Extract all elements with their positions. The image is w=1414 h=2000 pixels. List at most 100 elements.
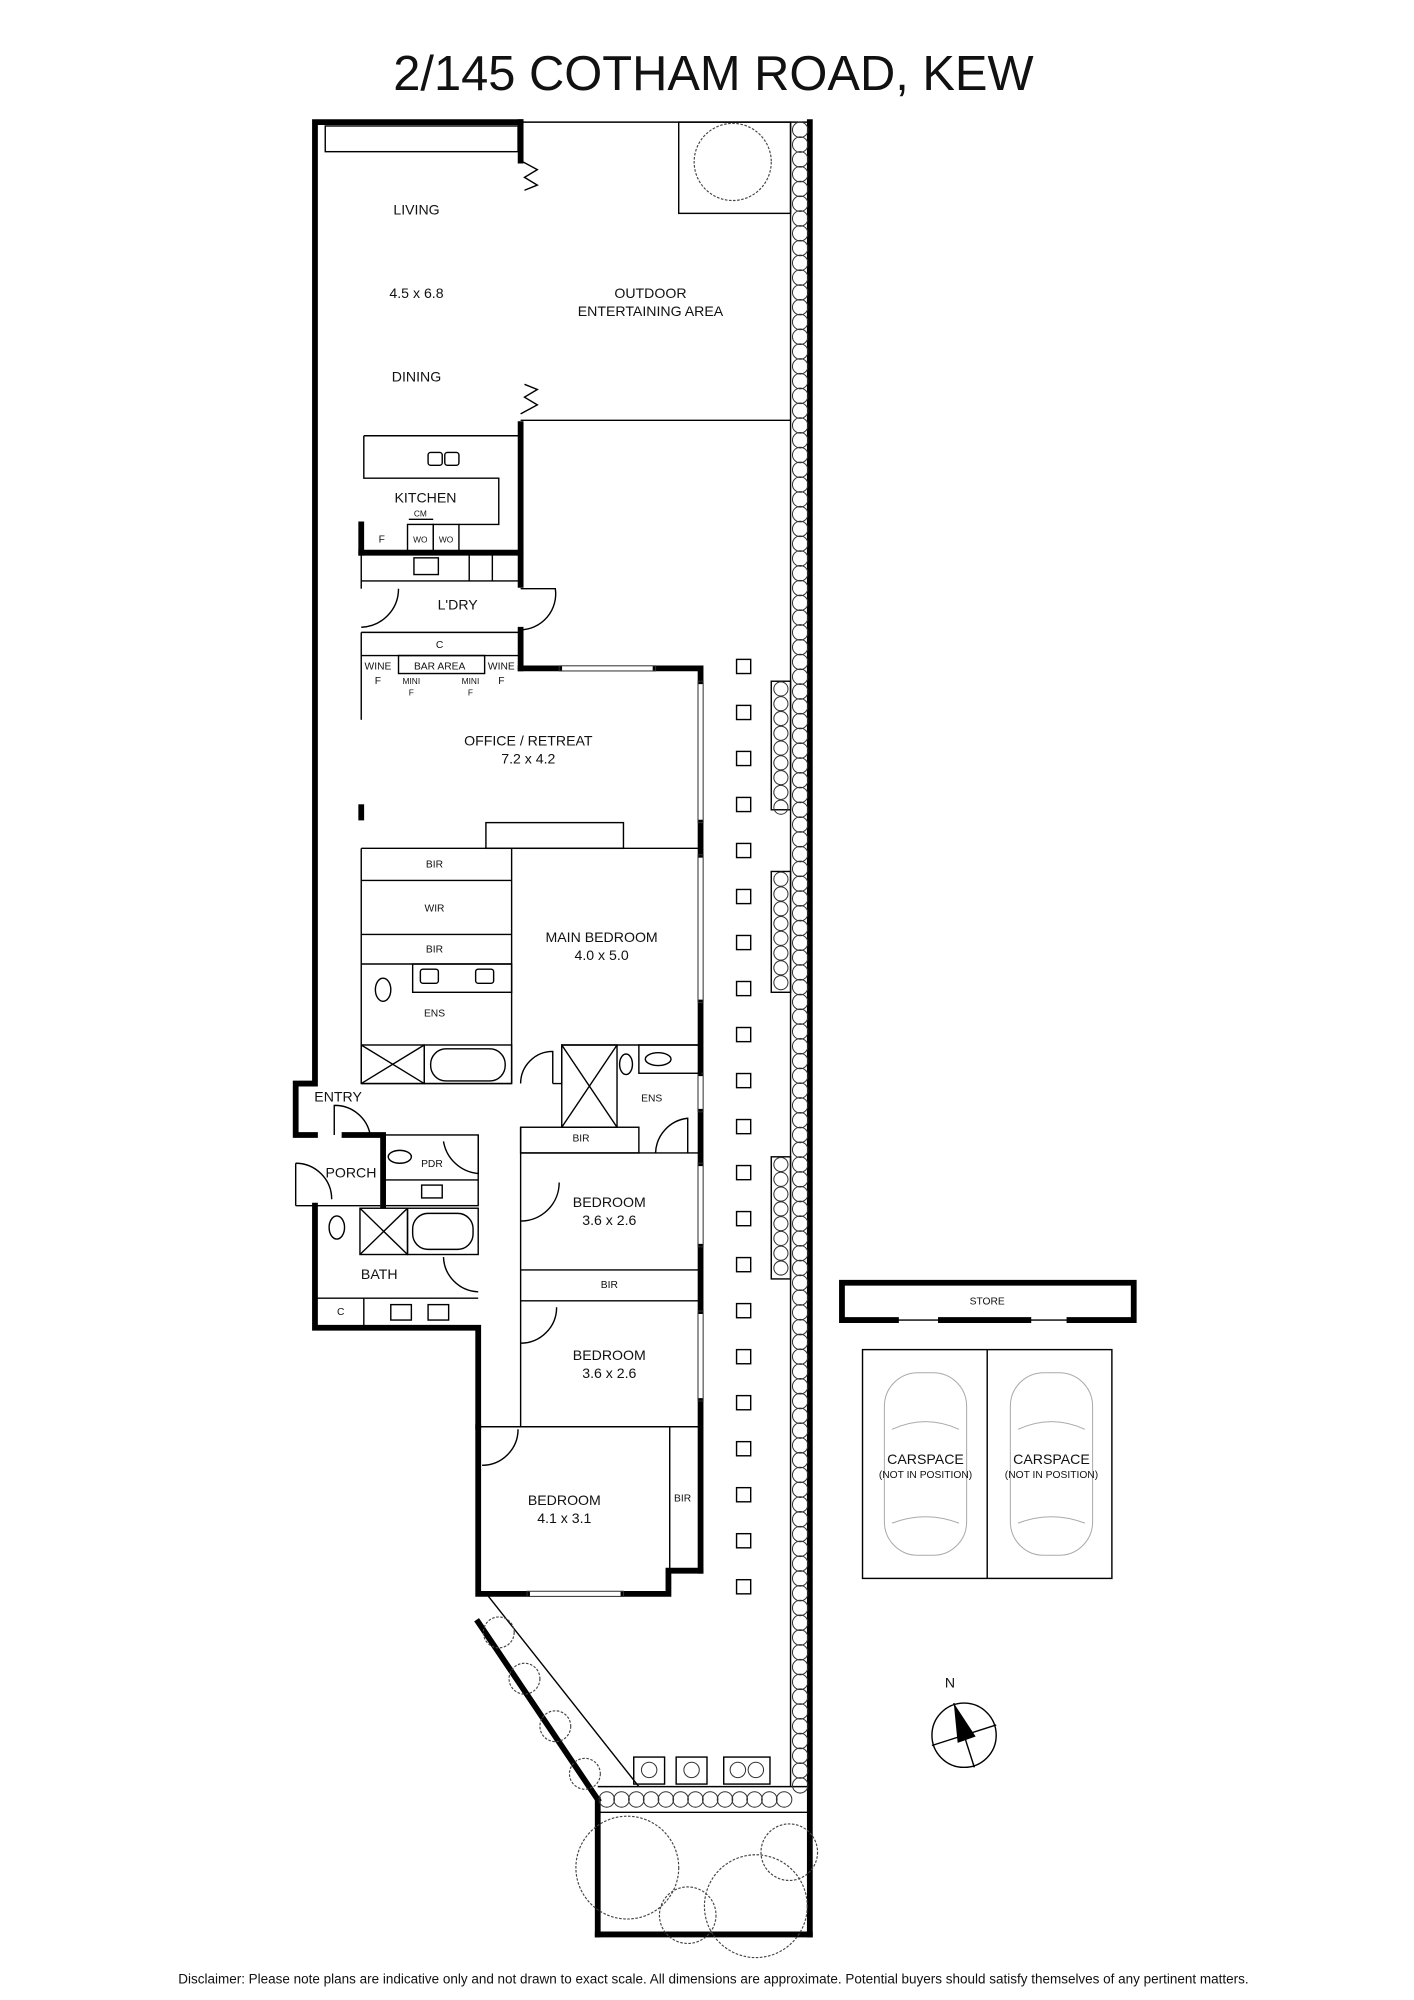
label-office-dims: 7.2 x 4.2 xyxy=(501,750,555,766)
hedge-shrub xyxy=(791,328,809,345)
hedge-shrub xyxy=(791,683,809,700)
hedge-shrub xyxy=(791,757,809,774)
hedge-shrub xyxy=(791,1215,809,1232)
stepping-stone xyxy=(735,704,752,721)
hedge-shrub xyxy=(791,609,809,626)
planter-boxes xyxy=(633,1756,771,1785)
hedge-shrub xyxy=(791,964,809,981)
lot-boundary xyxy=(314,119,813,1938)
hedge-shrub xyxy=(791,594,809,612)
store: STORE xyxy=(839,1279,1137,1323)
hedge-shrub xyxy=(791,1584,809,1602)
hedge-shrub xyxy=(791,1008,809,1025)
planter-shrub xyxy=(773,770,789,786)
label-carspace-2-note: (NOT IN POSITION) xyxy=(1005,1470,1098,1481)
label-bedroom-3: BEDROOM xyxy=(573,1347,646,1363)
hedge-shrub xyxy=(791,1511,809,1528)
label-ens-2: ENS xyxy=(641,1094,662,1105)
hedge-shrub xyxy=(791,402,809,419)
hedge-shrub xyxy=(791,668,809,685)
stepping-stone xyxy=(735,1164,752,1181)
hedge-shrub xyxy=(791,786,809,804)
stepping-stone xyxy=(735,842,752,859)
hedge-shrub xyxy=(791,432,809,449)
hedge-shrub xyxy=(791,343,809,360)
hedge-shrub xyxy=(791,1762,809,1779)
hedge-shrub xyxy=(791,1599,809,1617)
label-main-bedroom-dims: 4.0 x 5.0 xyxy=(575,947,629,963)
hedge-shrub xyxy=(791,831,809,848)
stepping-stone xyxy=(735,1072,752,1089)
hedge-shrub xyxy=(791,1259,809,1277)
hedge-shrub xyxy=(746,1791,763,1808)
hedge-shrub xyxy=(791,1466,809,1484)
hedge-shrub xyxy=(791,1038,809,1055)
label-wir: WIR xyxy=(425,903,445,914)
hedge-shrub xyxy=(791,1570,809,1587)
hedge-shrub xyxy=(791,550,809,567)
label-mini-1-f: F xyxy=(409,687,414,697)
hedge-shrub xyxy=(761,1791,778,1808)
label-wine-left: WINE xyxy=(365,662,392,673)
hedge-shrub xyxy=(791,698,809,715)
stepping-stone xyxy=(735,1486,752,1503)
planter-shrub xyxy=(773,1186,789,1202)
label-bar-area: BAR AREA xyxy=(414,662,466,673)
label-bath: BATH xyxy=(361,1266,398,1282)
hedge-shrub xyxy=(791,1540,809,1558)
label-bir-1: BIR xyxy=(426,860,443,871)
hedge-shrub xyxy=(791,491,809,508)
hedge-shrub xyxy=(791,1230,809,1247)
hedge-shrub xyxy=(791,180,809,198)
label-bir-5: BIR xyxy=(674,1493,691,1504)
label-kitchen: KITCHEN xyxy=(395,490,457,506)
hedge-shrub xyxy=(791,1732,809,1750)
planter-shrub xyxy=(773,930,789,946)
stepping-stone xyxy=(735,1118,752,1135)
planter-shrub xyxy=(773,1260,789,1276)
hedge-shrub xyxy=(791,254,809,272)
room-labels: LIVING 4.5 x 6.8 DINING OUTDOOR ENTERTAI… xyxy=(314,202,723,1526)
planter-shrub xyxy=(773,871,789,887)
hedge-shrub xyxy=(791,1703,809,1720)
planter xyxy=(770,1156,792,1280)
label-bir-2: BIR xyxy=(426,944,443,955)
carspaces: CARSPACE (NOT IN POSITION) CARSPACE (NOT… xyxy=(861,1348,1113,1580)
planter-shrub xyxy=(773,1171,789,1187)
hedge-shrub xyxy=(791,1244,809,1262)
stepping-stone xyxy=(735,796,752,813)
hedge-shrub xyxy=(791,1747,809,1765)
hedge-shrub xyxy=(791,742,809,759)
hedge-shrub xyxy=(791,712,809,730)
hedge-shrub xyxy=(791,1348,809,1365)
hedge-shrub xyxy=(791,860,809,878)
hedge-shrub xyxy=(791,934,809,952)
hedge-shrub xyxy=(791,1644,809,1661)
planter-shrub xyxy=(773,784,789,800)
hedge-shrub xyxy=(613,1791,630,1808)
label-fridge: F xyxy=(379,534,385,545)
hedge-shrub xyxy=(791,771,809,789)
hedge-shrub xyxy=(791,1052,809,1070)
hedge-shrub xyxy=(791,1141,809,1158)
label-laundry: L'DRY xyxy=(438,596,479,612)
label-bedroom-4-dims: 4.1 x 3.1 xyxy=(537,1510,591,1526)
hedge-shrub xyxy=(791,461,809,479)
hedge-shrub xyxy=(791,1378,809,1395)
hedge-shrub xyxy=(791,1097,809,1114)
hedge-shrub xyxy=(791,565,809,582)
hedge-shrub xyxy=(731,1791,749,1808)
hedge-shrub xyxy=(791,387,809,405)
stepping-stone xyxy=(735,1440,752,1457)
stepping-stone xyxy=(735,1256,752,1273)
hedge-shrub xyxy=(791,1451,809,1469)
hedge-shrub xyxy=(791,1200,809,1218)
planter-shrub xyxy=(773,915,789,932)
hedge-shrub xyxy=(791,1407,809,1425)
hedge-shrub xyxy=(791,1126,809,1144)
label-mini-2: MINI xyxy=(462,676,480,686)
hedge-shrub xyxy=(791,121,809,139)
planter-shrub xyxy=(773,710,789,727)
hedge-shrub xyxy=(791,165,809,183)
label-wine-left-f: F xyxy=(375,676,381,687)
